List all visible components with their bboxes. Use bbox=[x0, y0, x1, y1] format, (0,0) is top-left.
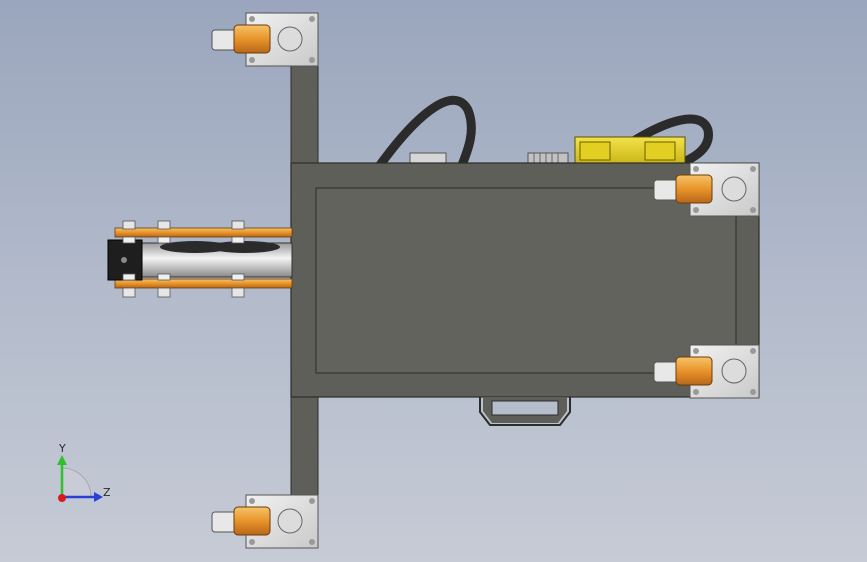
spring-coil bbox=[527, 152, 569, 166]
caster-wheel-top-right bbox=[653, 162, 760, 217]
cart-body-panel bbox=[315, 187, 737, 374]
triad-z-label: Z bbox=[103, 486, 111, 499]
triad-plane-icon bbox=[61, 467, 92, 498]
battery-pack bbox=[574, 136, 686, 166]
cart-handle bbox=[479, 397, 571, 426]
triad-x-axis-icon bbox=[58, 494, 66, 502]
triad-y-arrow-icon bbox=[57, 455, 67, 465]
caster-wheel-bottom-right bbox=[653, 344, 760, 399]
triad-z-arrow-icon bbox=[94, 492, 103, 502]
cable-left bbox=[375, 95, 476, 170]
orientation-triad[interactable] bbox=[57, 455, 103, 502]
triad-y-label: Y bbox=[59, 442, 66, 455]
tow-arm bbox=[107, 220, 293, 298]
caster-wheel-bottom-left bbox=[211, 494, 319, 549]
caster-wheel-top-left bbox=[211, 12, 319, 67]
